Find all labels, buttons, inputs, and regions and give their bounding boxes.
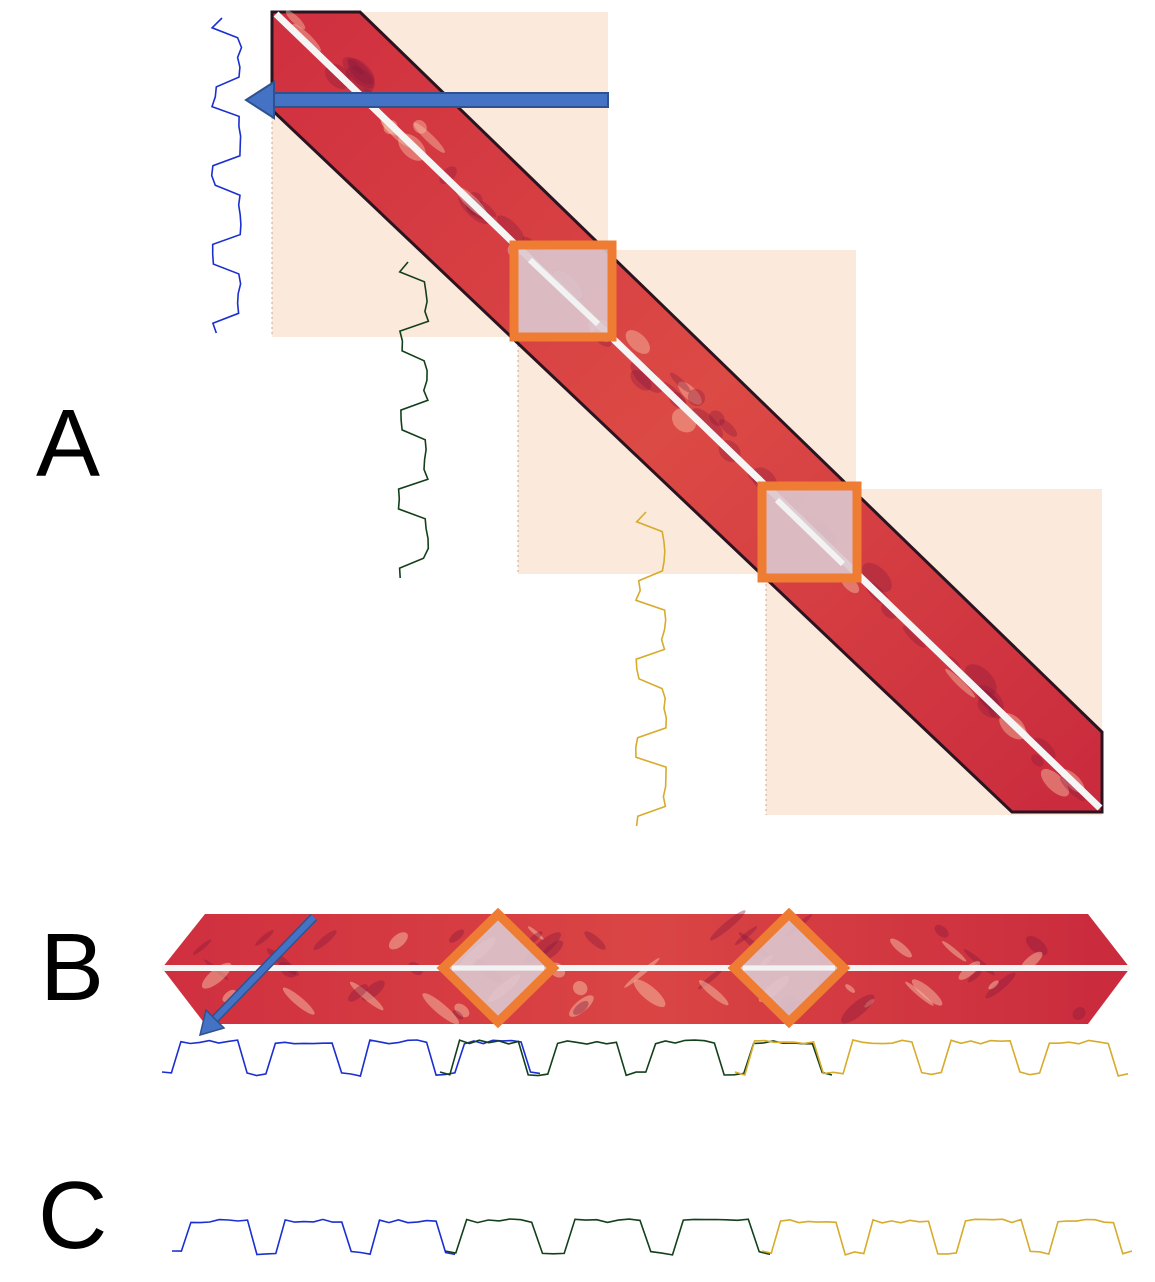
track-a-green (397, 261, 430, 579)
heatmap-patch (285, 10, 306, 30)
heatmap-patch (945, 668, 976, 698)
highlight-box-2-diagonal (774, 497, 846, 567)
heatmap-patch (841, 994, 875, 1024)
heatmap-patch (388, 932, 408, 950)
heatmap-patch (1072, 1007, 1086, 1020)
heatmap-patch (670, 372, 691, 393)
heatmap-patch (422, 993, 459, 1025)
heatmap-patch (691, 408, 723, 439)
heatmap-patch (342, 56, 376, 89)
heatmap-patch (734, 926, 758, 946)
heatmap-patch (633, 979, 666, 1008)
heatmap-patch (496, 215, 525, 242)
heatmap-patch (454, 1003, 470, 1018)
highlight-box-1-diagonal (527, 257, 601, 327)
panel-b (161, 907, 1130, 1077)
heatmap-patch (698, 980, 729, 1006)
heatmap-patch (1040, 768, 1070, 797)
heatmap-patch (349, 981, 384, 1011)
heatmap-patch (625, 330, 650, 354)
heatmap-patch (1031, 754, 1044, 767)
heatmap-patch (862, 562, 892, 592)
heatmap-patch (569, 995, 594, 1017)
track-b-green (439, 1039, 833, 1077)
heatmap-patch (527, 926, 544, 940)
heatmap-patch (479, 200, 497, 218)
heatmap-patch (687, 388, 706, 407)
heatmap-patch (282, 987, 315, 1015)
heatmap-patch (902, 625, 926, 648)
panel-c (171, 1218, 1133, 1256)
heatmap-patch (985, 972, 1016, 999)
heatmap-patch (1033, 737, 1056, 760)
panel-label-a: A (36, 390, 101, 497)
track-c-blue (171, 1218, 456, 1256)
heatmap-patch (630, 361, 663, 393)
heatmap-diagonal-a (273, 11, 1103, 811)
track-a-yellow (634, 511, 668, 827)
heatmap-patch (413, 122, 445, 153)
track-b-blue (161, 1039, 541, 1077)
heatmap-patch (1060, 776, 1085, 802)
heatmap-patch (466, 204, 477, 216)
heatmap-patch (572, 981, 588, 996)
heatmap-patch (864, 998, 875, 1008)
heatmap-patch (313, 930, 337, 951)
heatmap-patch (934, 924, 949, 938)
heatmap-patch (192, 939, 212, 955)
heatmap-patch (941, 941, 967, 962)
heatmap-patch (710, 910, 746, 941)
heatmap-patch (347, 58, 375, 85)
heatmap-patch (413, 119, 427, 134)
heatmap-patch (1026, 935, 1048, 956)
heatmap-patch (573, 1000, 589, 1015)
heatmap-patch (348, 984, 368, 1002)
heatmap-patch (988, 980, 999, 990)
track-b-yellow (734, 1039, 1129, 1077)
heatmap-patch (911, 979, 943, 1006)
heatmap-patch (984, 690, 1000, 706)
heatmap-patch (449, 929, 465, 943)
arrow-down-left-icon (198, 913, 318, 1037)
track-c-green (444, 1218, 771, 1256)
heatmap-patch (584, 931, 606, 950)
heatmap-patch (452, 1010, 464, 1020)
panel-a (210, 10, 1104, 827)
track-a-blue (210, 17, 243, 334)
heatmap-patch (719, 419, 738, 437)
heatmap-patch (381, 120, 397, 136)
heatmap-patch (977, 698, 997, 718)
arrow-left-icon (244, 80, 609, 120)
heatmap-patch (678, 381, 702, 405)
heatmap-patch (709, 410, 725, 426)
heatmap-patch (347, 58, 364, 75)
panel-label-b: B (40, 914, 105, 1021)
heatmap-patch (964, 664, 997, 696)
heatmap-patch (905, 981, 934, 1006)
track-c-yellow (761, 1218, 1133, 1256)
panel-label-c: C (38, 1162, 108, 1269)
heatmap-patch (845, 984, 856, 993)
heatmap-patch (292, 23, 321, 52)
heatmap-patch (255, 929, 274, 946)
heatmap-patch (967, 970, 982, 983)
heatmap-patch (222, 989, 237, 1003)
heatmap-patch (890, 938, 912, 958)
